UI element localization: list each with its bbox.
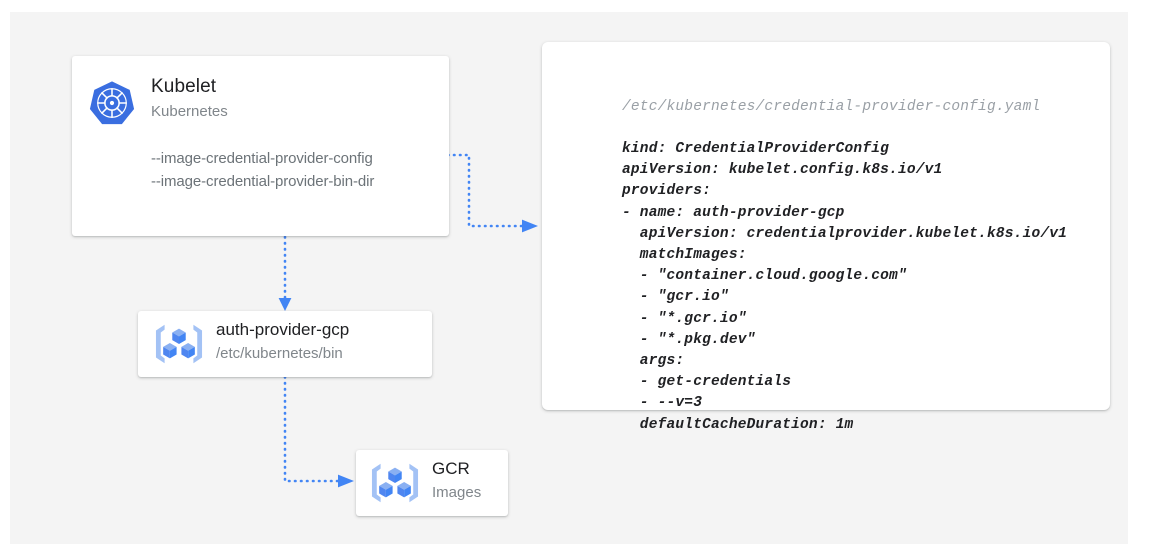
gcp-container-registry-icon — [371, 463, 419, 503]
yaml-filename: /etc/kubernetes/credential-provider-conf… — [622, 99, 1041, 115]
kubernetes-logo-icon — [89, 81, 135, 125]
cube-right — [181, 343, 195, 359]
cube-top — [172, 328, 186, 344]
gcr-title: GCR — [432, 459, 470, 478]
kubelet-flag-config: --image-credential-provider-config — [151, 150, 373, 167]
cube-left — [163, 343, 177, 359]
yaml-code-block: kind: CredentialProviderConfig apiVersio… — [622, 141, 1068, 433]
kubelet-title: Kubelet — [151, 76, 217, 97]
connector-auth-provider-to-gcr — [283, 375, 354, 488]
auth-provider-gcp-card[interactable]: auth-provider-gcp /etc/kubernetes/bin — [138, 311, 432, 377]
gcr-subtitle: Images — [432, 484, 482, 501]
cube-left — [379, 482, 393, 498]
cube-right — [397, 482, 411, 498]
kubelet-subtitle: Kubernetes — [151, 103, 228, 120]
auth-provider-gcp-title: auth-provider-gcp — [216, 320, 350, 339]
kubelet-card[interactable]: Kubelet Kubernetes --image-credential-pr… — [72, 56, 449, 236]
gcp-container-registry-icon — [155, 324, 203, 364]
gcr-card[interactable]: GCR Images — [356, 450, 508, 516]
auth-provider-gcp-subtitle: /etc/kubernetes/bin — [216, 345, 343, 362]
kubelet-flag-bin-dir: --image-credential-provider-bin-dir — [151, 173, 375, 190]
cube-top — [388, 467, 402, 483]
credential-provider-config-panel[interactable]: /etc/kubernetes/credential-provider-conf… — [542, 42, 1110, 433]
